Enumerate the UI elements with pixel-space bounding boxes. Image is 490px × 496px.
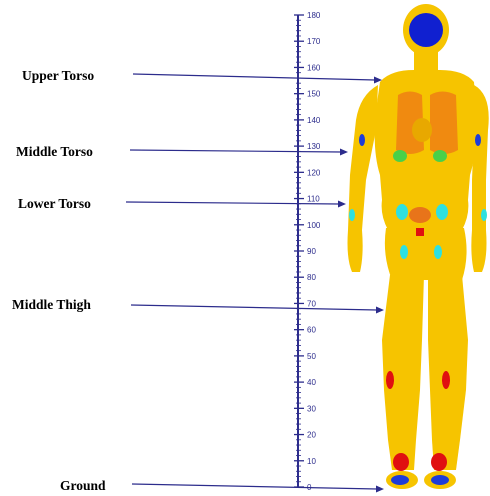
knee-right	[442, 371, 450, 389]
body-phantom-figure	[348, 4, 489, 489]
scale-tick-label: 120	[307, 168, 321, 177]
foot-blue-right	[431, 475, 449, 485]
arm-marker-left	[359, 134, 365, 146]
arm-cyan-right	[481, 209, 487, 221]
upper-torso-label: Upper Torso	[22, 68, 94, 83]
scale-tick-label: 20	[307, 431, 316, 440]
intestine	[409, 207, 431, 223]
pelvis	[385, 228, 467, 280]
middle-thigh-arrow-head	[376, 307, 384, 314]
scale-tick-label: 70	[307, 299, 316, 308]
upper-torso-arrow-line	[133, 74, 375, 80]
scale-tick-label: 40	[307, 378, 316, 387]
arm-cyan-left	[349, 209, 355, 221]
organ-cyan-pelvis-left	[400, 245, 408, 259]
ground-arrow-line	[132, 484, 377, 489]
scale-tick-label: 130	[307, 142, 321, 151]
height-scale: 0102030405060708090100110120130140150160…	[294, 11, 321, 492]
bladder	[416, 228, 424, 236]
organ-green-left	[393, 150, 407, 162]
lower-torso-arrow-head	[338, 201, 346, 208]
scale-tick-label: 150	[307, 90, 321, 99]
knee-left	[386, 371, 394, 389]
heart	[412, 118, 432, 142]
left-arm	[348, 85, 379, 272]
annotations: Upper TorsoMiddle TorsoLower TorsoMiddle…	[12, 68, 384, 493]
ground-arrow-head	[376, 486, 384, 493]
middle-torso-arrow-head	[340, 149, 348, 156]
scale-tick-label: 100	[307, 221, 321, 230]
ankle-red-left	[393, 453, 409, 471]
scale-tick-label: 50	[307, 352, 316, 361]
scale-tick-label: 80	[307, 273, 316, 282]
middle-thigh-arrow-line	[131, 305, 377, 310]
scale-tick-label: 160	[307, 63, 321, 72]
scale-tick-label: 170	[307, 37, 321, 46]
scale-tick-label: 60	[307, 326, 316, 335]
scale-tick-label: 90	[307, 247, 316, 256]
organ-cyan-pelvis-right	[434, 245, 442, 259]
scale-tick-label: 180	[307, 11, 321, 20]
middle-thigh-label: Middle Thigh	[12, 297, 91, 312]
scale-tick-label: 10	[307, 457, 316, 466]
scale-tick-label: 140	[307, 116, 321, 125]
organ-green-right	[433, 150, 447, 162]
scale-tick-label: 110	[307, 195, 320, 204]
brain	[409, 13, 443, 47]
torso	[375, 70, 477, 230]
organ-cyan-right	[436, 204, 448, 220]
ground-label: Ground	[60, 478, 106, 493]
organ-cyan-left	[396, 204, 408, 220]
arm-marker-right	[475, 134, 481, 146]
scale-tick-label: 30	[307, 404, 316, 413]
foot-blue-left	[391, 475, 409, 485]
ankle-red-right	[431, 453, 447, 471]
middle-torso-label: Middle Torso	[16, 144, 93, 159]
right-lung	[430, 92, 458, 155]
lower-torso-label: Lower Torso	[18, 196, 91, 211]
neck	[414, 52, 438, 72]
